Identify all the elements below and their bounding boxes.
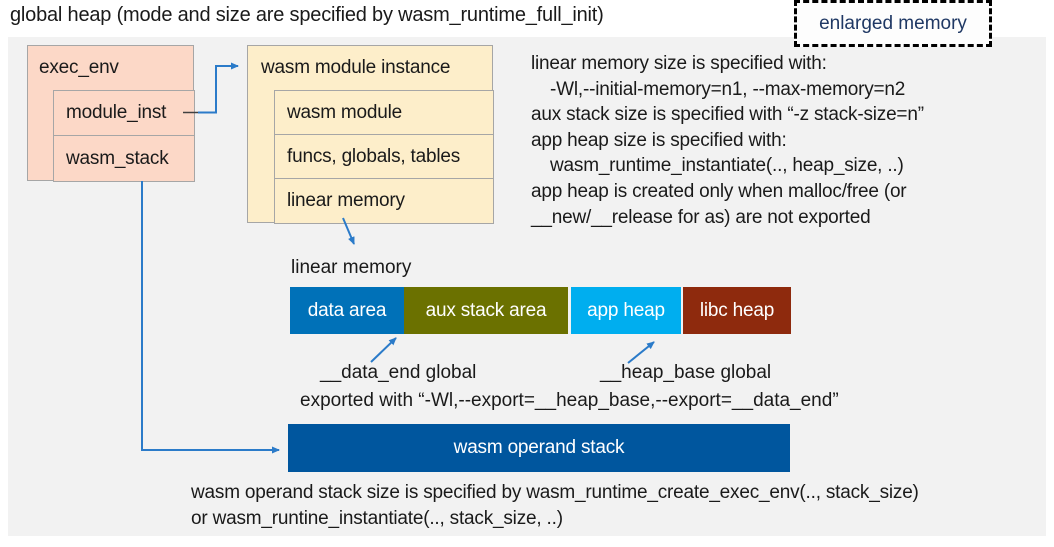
segment-enlarged-memory: enlarged memory (794, 0, 992, 47)
heap-base-global-label: __heap_base global (600, 362, 772, 383)
wasm-stack-label: wasm_stack (66, 147, 169, 169)
module-inst-label: module_inst (66, 102, 167, 123)
segment-app-heap: app heap (571, 287, 681, 334)
note-line: or wasm_runtine_instantiate(.., stack_si… (191, 508, 563, 529)
operand-stack-notes: wasm operand stack size is specified by … (191, 480, 919, 532)
note-line: app heap size is specified with: (531, 129, 787, 151)
exported-with-label: exported with “-Wl,--export=__heap_base,… (300, 390, 839, 411)
wasm-module-instance-label: wasm module instance (261, 57, 451, 78)
data-end-global-label: __data_end global (320, 362, 477, 383)
wasm-module-label: wasm module (287, 101, 403, 123)
note-line: -Wl,--initial-memory=n1, --max-memory=n2 (550, 78, 906, 100)
wasm-operand-stack-bar: wasm operand stack (288, 424, 790, 472)
note-line: linear memory size is specified with: (531, 53, 827, 74)
note-line: wasm operand stack size is specified by … (191, 482, 919, 503)
wasm-operand-stack-label: wasm operand stack (453, 437, 625, 458)
segment-libc-heap-label: libc heap (699, 299, 775, 321)
note-line: wasm_runtime_instantiate(.., heap_size, … (550, 155, 904, 177)
funcs-globals-tables-box: funcs, globals, tables (274, 134, 494, 179)
segment-app-heap-label: app heap (587, 299, 665, 321)
wasm-module-instance-box: wasm module instance wasm module funcs, … (247, 45, 494, 224)
funcs-globals-tables-label: funcs, globals, tables (287, 145, 461, 167)
module-inst-box: module_inst (53, 90, 195, 136)
segment-data-area-label: data area (307, 299, 387, 321)
note-line: aux stack size is specified with “-z sta… (531, 104, 924, 126)
linear-memory-row-label: linear memory (287, 190, 405, 211)
segment-libc-heap: libc heap (683, 287, 791, 334)
segment-data-area: data area (290, 287, 404, 334)
segment-enlarged-memory-label: enlarged memory (819, 12, 967, 34)
note-line: __new/__release for as) are not exported (531, 206, 871, 228)
wasm-stack-box: wasm_stack (53, 135, 195, 182)
segment-aux-stack-area: aux stack area (404, 287, 568, 334)
wasm-module-box: wasm module (274, 90, 494, 135)
linear-memory-row-box: linear memory (274, 178, 494, 224)
memory-size-notes: linear memory size is specified with: -W… (531, 51, 1043, 230)
note-line: app heap is created only when malloc/fre… (531, 180, 907, 202)
exec-env-box: exec_env module_inst wasm_stack (27, 45, 195, 182)
page-title: global heap (mode and size are specified… (10, 4, 604, 26)
linear-memory-bar-title: linear memory (291, 257, 412, 278)
segment-aux-stack-area-label: aux stack area (425, 299, 547, 321)
exec-env-label: exec_env (39, 57, 119, 78)
